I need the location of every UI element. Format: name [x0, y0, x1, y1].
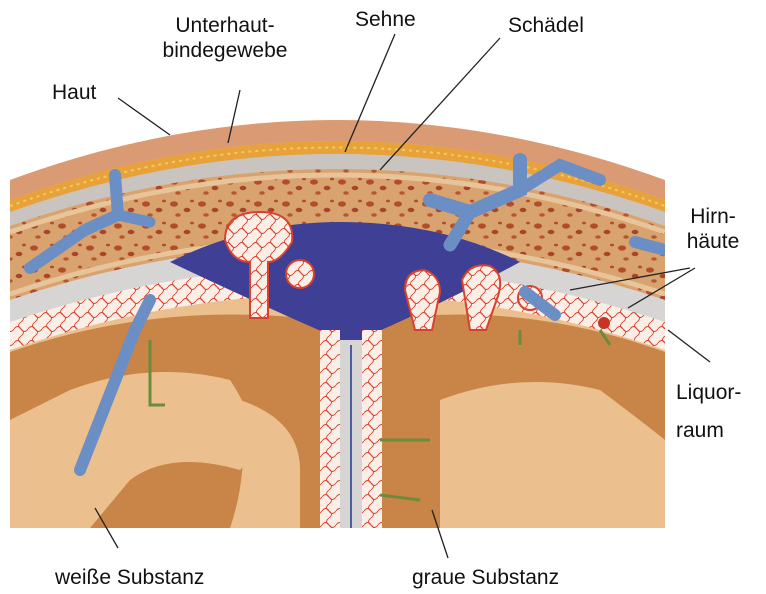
label-liquorraum: Liquor- raum [676, 374, 741, 450]
label-sehne: Sehne [355, 7, 416, 32]
label-unterhaut-line2: bindegewebe [150, 38, 300, 63]
label-unterhautbindegewebe: Unterhaut- bindegewebe [150, 13, 300, 63]
label-weisse-substanz: weiße Substanz [55, 565, 204, 590]
label-haut: Haut [52, 80, 96, 105]
label-hirnhaeute-line2: häute [678, 229, 748, 254]
label-hirnhaeute: Hirn- häute [678, 204, 748, 254]
label-schaedel: Schädel [508, 13, 584, 38]
label-graue-substanz: graue Substanz [412, 565, 559, 590]
label-unterhaut-line1: Unterhaut- [150, 13, 300, 38]
leader-haut [118, 98, 170, 135]
label-liquorraum-line1: Liquor- [676, 374, 741, 412]
label-hirnhaeute-line1: Hirn- [678, 204, 748, 229]
label-liquorraum-line2: raum [676, 412, 741, 450]
leader-liquor [668, 330, 710, 362]
